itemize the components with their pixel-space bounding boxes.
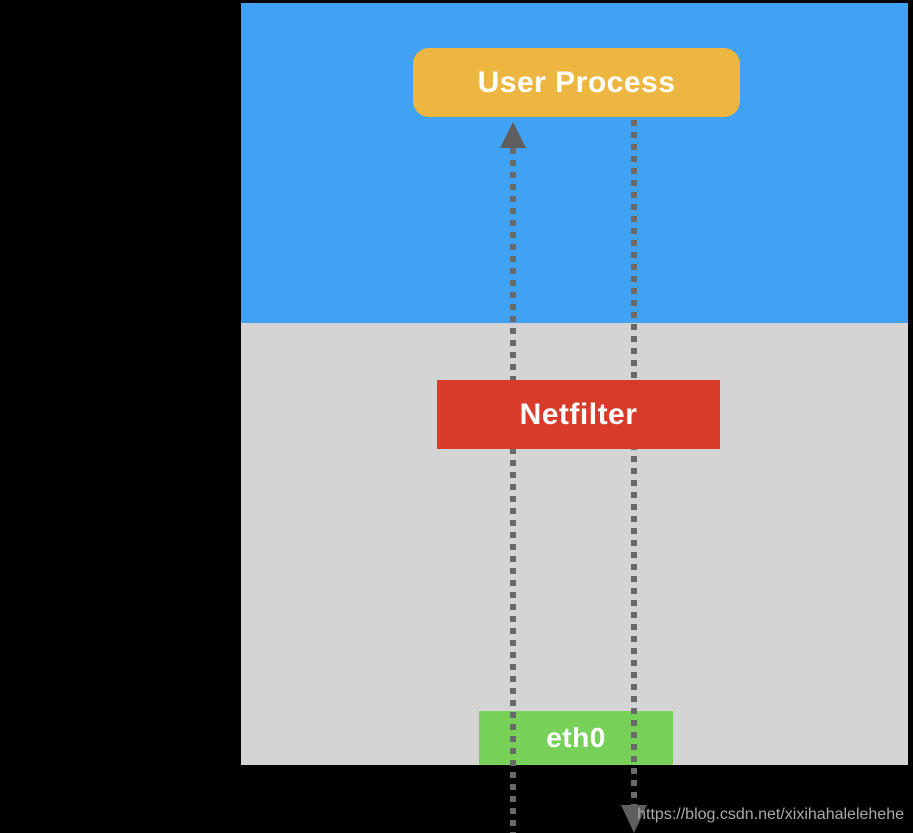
inbound-packet-dotted-line [510,148,516,833]
user-process-label: User Process [477,65,676,99]
netfilter-label: Netfilter [519,397,638,431]
arrow-up-icon [500,122,526,148]
netfilter-box: Netfilter [437,380,720,449]
eth0-label: eth0 [546,722,606,753]
eth0-box: eth0 [479,711,673,765]
watermark-url: https://blog.csdn.net/xixihahalelehehe [637,806,904,823]
outbound-packet-dotted-line [631,120,637,806]
user-process-box: User Process [413,48,740,117]
arrow-down-icon [621,805,647,833]
